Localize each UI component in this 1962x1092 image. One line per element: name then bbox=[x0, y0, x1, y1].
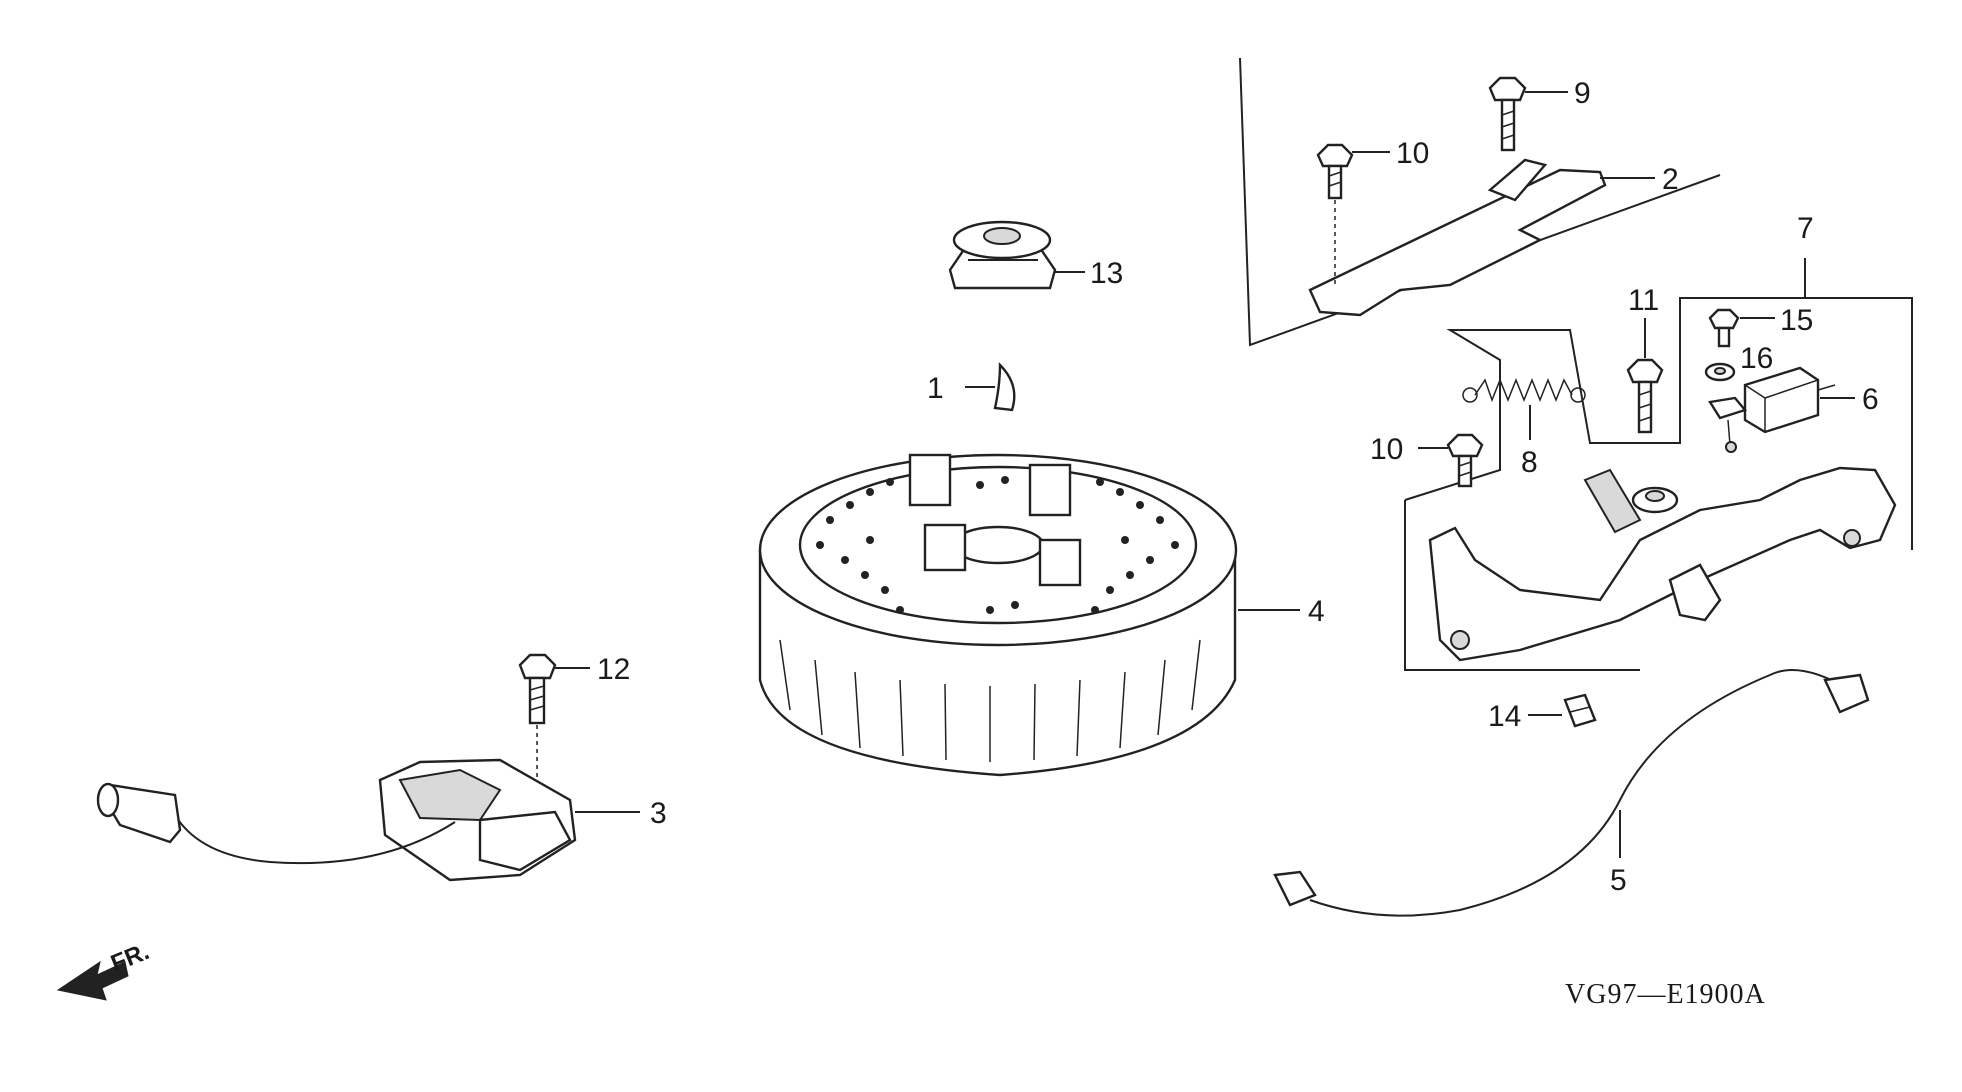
ignition-coil bbox=[96, 758, 577, 882]
callout-15: 15 bbox=[1780, 304, 1813, 337]
callout-16: 16 bbox=[1740, 342, 1773, 375]
stop-bracket bbox=[1308, 158, 1607, 317]
callout-14: 14 bbox=[1488, 700, 1521, 733]
wire-clip bbox=[1563, 693, 1597, 728]
callout-7: 7 bbox=[1797, 212, 1814, 245]
screw-15 bbox=[1708, 308, 1740, 348]
bolt-11 bbox=[1626, 358, 1664, 434]
callout-13: 13 bbox=[1090, 257, 1123, 290]
callout-5: 5 bbox=[1610, 864, 1627, 897]
stop-switch bbox=[1708, 366, 1836, 453]
flange-nut bbox=[948, 220, 1057, 290]
callout-11: 11 bbox=[1628, 284, 1659, 317]
callout-9: 9 bbox=[1574, 77, 1591, 110]
callout-12: 12 bbox=[597, 653, 630, 686]
bolt-10-upper bbox=[1316, 143, 1354, 200]
callout-1: 1 bbox=[927, 372, 944, 405]
washer-16 bbox=[1704, 362, 1736, 382]
throttle-lever-plate bbox=[1428, 466, 1897, 662]
bolt-10-lower bbox=[1446, 433, 1484, 488]
woodruff-key bbox=[993, 362, 1016, 412]
callout-8: 8 bbox=[1521, 446, 1538, 479]
callout-10-lower: 10 bbox=[1370, 433, 1403, 466]
flywheel bbox=[758, 453, 1238, 777]
front-direction-arrow bbox=[56, 960, 129, 1001]
callout-3: 3 bbox=[650, 797, 667, 830]
front-indicator-label: FR. bbox=[107, 938, 153, 978]
callout-6: 6 bbox=[1862, 383, 1879, 416]
callout-2: 2 bbox=[1662, 163, 1679, 196]
callout-4: 4 bbox=[1308, 595, 1325, 628]
ground-wire bbox=[1273, 669, 1870, 917]
bolt-9 bbox=[1488, 76, 1527, 152]
diagram-code: VG97—E1900A bbox=[1565, 979, 1766, 1010]
spring bbox=[1462, 377, 1586, 403]
callout-10-upper: 10 bbox=[1396, 137, 1429, 170]
bolt-12 bbox=[518, 653, 557, 725]
